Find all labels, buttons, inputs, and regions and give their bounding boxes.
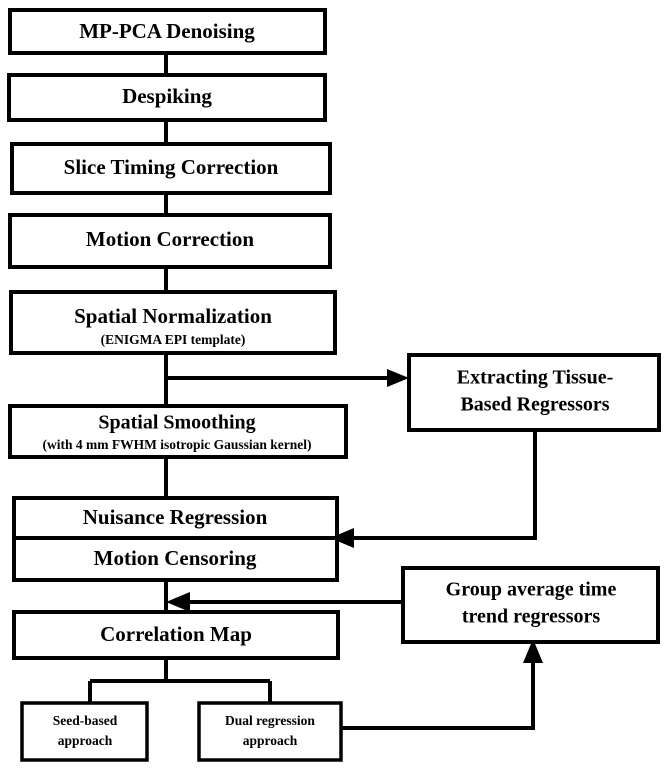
node-extracting-tissue-based-regressors[interactable]: Extracting Tissue- Based Regressors xyxy=(407,353,661,432)
edge-groupavg-to-correlationmap-arrowhead xyxy=(166,592,190,612)
node-label-group-average-time-trend-regressors-line1: Group average time xyxy=(446,579,617,601)
node-label-spatial-normalization: Spatial Normalization xyxy=(74,304,272,328)
node-label-extracting-tissue-based-regressors-line1: Extracting Tissue- xyxy=(457,367,614,389)
node-despiking[interactable]: Despiking xyxy=(7,73,327,122)
node-label-correlation-map: Correlation Map xyxy=(100,622,252,646)
node-label-spatial-smoothing: Spatial Smoothing xyxy=(98,412,255,434)
node-label-extracting-tissue-based-regressors-line2: Based Regressors xyxy=(460,394,609,416)
node-label-mp-pca-denoising: MP-PCA Denoising xyxy=(79,19,255,43)
edge-dualregression-to-groupavg-arrowhead xyxy=(523,639,543,663)
node-sublabel-spatial-normalization: (ENIGMA EPI template) xyxy=(101,332,246,347)
node-label-motion-censoring: Motion Censoring xyxy=(94,546,257,570)
edge-spatialnorm-to-extracting-arrowhead xyxy=(387,369,409,387)
edge-extracting-to-nuisance-arrowhead xyxy=(330,528,354,548)
node-correlation-map[interactable]: Correlation Map xyxy=(12,610,340,660)
node-group-average-time-trend-regressors[interactable]: Group average time trend regressors xyxy=(401,566,660,644)
node-motion-correction[interactable]: Motion Correction xyxy=(8,213,332,269)
node-label-slice-timing-correction: Slice Timing Correction xyxy=(64,155,279,179)
node-label-seed-based-approach-line1: Seed-based xyxy=(53,713,118,728)
node-motion-censoring[interactable]: Motion Censoring xyxy=(12,536,339,582)
node-label-motion-correction: Motion Correction xyxy=(86,227,254,251)
node-label-group-average-time-trend-regressors-line2: trend regressors xyxy=(462,606,601,628)
node-sublabel-spatial-smoothing: (with 4 mm FWHM isotropic Gaussian kerne… xyxy=(43,437,312,452)
node-spatial-normalization[interactable]: Spatial Normalization (ENIGMA EPI templa… xyxy=(9,290,337,355)
node-label-dual-regression-approach-line1: Dual regression xyxy=(225,713,315,728)
node-slice-timing-correction[interactable]: Slice Timing Correction xyxy=(10,142,332,195)
node-label-dual-regression-approach-line2: approach xyxy=(243,733,298,748)
node-dual-regression-approach[interactable]: Dual regression approach xyxy=(197,701,343,762)
node-label-seed-based-approach-line2: approach xyxy=(58,733,113,748)
node-label-nuisance-regression: Nuisance Regression xyxy=(83,505,268,529)
node-spatial-smoothing[interactable]: Spatial Smoothing (with 4 mm FWHM isotro… xyxy=(8,404,348,459)
node-mp-pca-denoising[interactable]: MP-PCA Denoising xyxy=(8,8,327,55)
edge-dualregression-to-groupavg-path xyxy=(341,657,535,730)
edge-extracting-to-nuisance-path xyxy=(347,430,537,540)
node-label-despiking: Despiking xyxy=(122,84,212,108)
node-seed-based-approach[interactable]: Seed-based approach xyxy=(20,701,149,762)
node-nuisance-regression[interactable]: Nuisance Regression xyxy=(12,496,339,540)
